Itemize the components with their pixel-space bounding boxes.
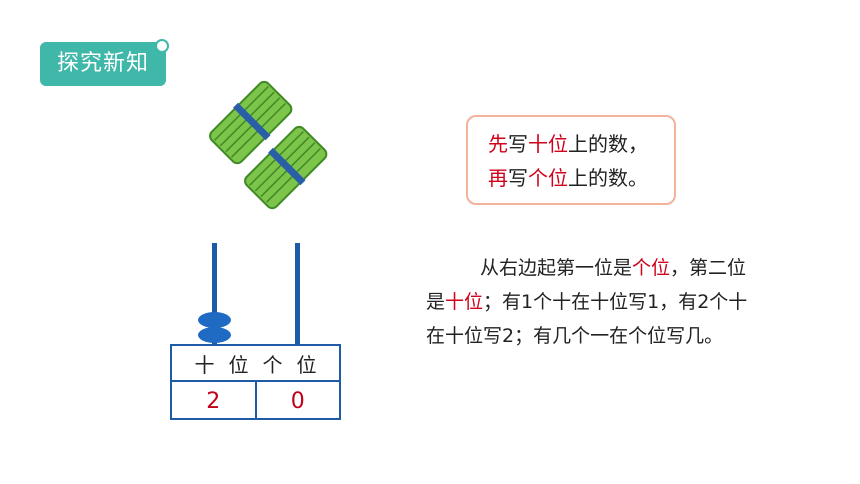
explanation-comma: ， — [670, 257, 690, 279]
ones-value: 0 — [254, 382, 340, 420]
rule-line-2: 再写个位上的数。 — [488, 161, 674, 195]
section-badge: 探究新知 — [40, 39, 169, 86]
section-badge-label: 探究新知 — [56, 51, 149, 76]
explanation-tens-place: 十位 — [445, 291, 484, 313]
explanation-part-3: ；有1个十在十位写1，有2个十在十位写2；有几个一在个位写几。 — [426, 291, 748, 347]
rule-line-1-first: 先 — [488, 132, 508, 156]
rule-line-2-then: 再 — [488, 166, 508, 190]
abacus-bead — [198, 327, 231, 343]
stick-bundles-icon — [209, 80, 328, 210]
abacus-bead — [198, 312, 231, 328]
badge-dot-icon — [155, 39, 169, 53]
rule-line-2-rest: 上的数。 — [568, 166, 648, 190]
rule-callout: 先写十位上的数， 再写个位上的数。 — [466, 115, 676, 205]
place-value-values: 2 0 — [172, 382, 339, 420]
ones-rod — [295, 243, 300, 347]
explanation-part-2: 第二位是 — [426, 257, 747, 313]
place-value-table: 十位个位 2 0 — [170, 344, 341, 420]
explanation-text: 从右边起第一位是个位，第二位是十位；有1个十在十位写1，有2个十在十位写2；有几… — [426, 251, 756, 353]
rule-line-2-place: 个位 — [528, 166, 568, 190]
rule-line-2-verb: 写 — [508, 166, 528, 190]
rule-line-1: 先写十位上的数， — [488, 127, 674, 161]
abacus: 十位个位 2 0 — [160, 236, 360, 436]
place-value-headers: 十位个位 — [172, 346, 339, 382]
explanation-ones-place: 个位 — [632, 257, 671, 279]
rule-line-1-rest: 上的数， — [568, 132, 648, 156]
tens-value: 2 — [206, 388, 221, 414]
rule-line-1-place: 十位 — [528, 132, 568, 156]
explanation-part-1: 从右边起第一位是 — [480, 257, 633, 279]
rule-line-1-verb: 写 — [508, 132, 528, 156]
tens-rod — [212, 243, 217, 347]
